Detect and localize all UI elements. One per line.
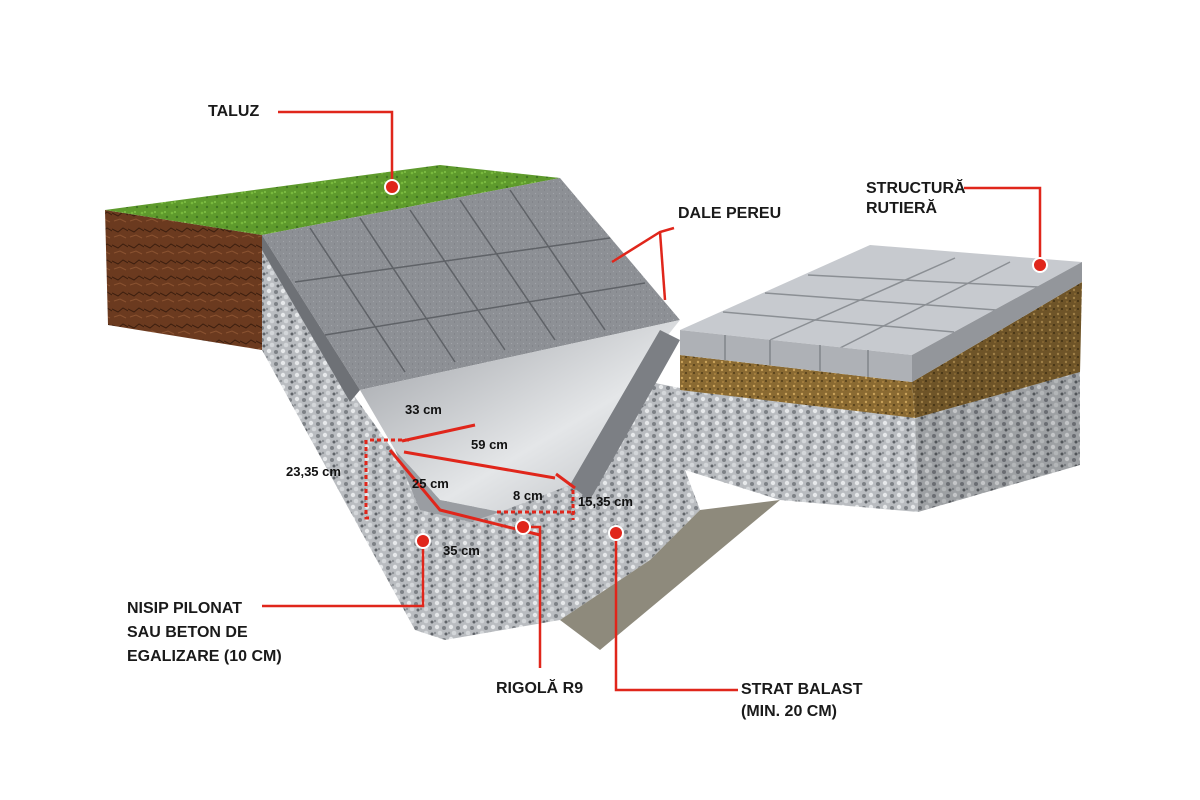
leader-dots [384, 179, 1048, 549]
label-nisip-pilonat: NISIP PILONAT SAU BETON DE EGALIZARE (10… [127, 597, 282, 669]
road-structure [680, 245, 1082, 512]
rigola-dot [515, 519, 531, 535]
dim-8cm: 8 cm [513, 488, 543, 503]
label-structura-line-1: STRUCTURĂ [866, 180, 966, 197]
rigola-channel [360, 320, 680, 522]
dim-25cm: 25 cm [412, 476, 449, 491]
label-taluz: TALUZ [208, 103, 260, 120]
label-strat-balast: STRAT BALAST (MIN. 20 CM) [741, 679, 862, 723]
dim-59cm: 59 cm [471, 437, 508, 452]
label-structura-rutiera: STRUCTURĂ RUTIERĂ [866, 179, 966, 219]
label-dale-pereu: DALE PEREU [678, 205, 782, 222]
label-nisip-line-1: NISIP PILONAT [127, 600, 242, 617]
balast-dot [608, 525, 624, 541]
label-balast-line-2: (MIN. 20 CM) [741, 703, 837, 720]
dim-23-35cm: 23,35 cm [286, 464, 341, 479]
dim-35cm: 35 cm [443, 543, 480, 558]
dim-15-35cm: 15,35 cm [578, 494, 633, 509]
dimension-lines [364, 423, 576, 537]
label-rigola: RIGOLĂ R9 [496, 680, 584, 697]
label-balast-line-1: STRAT BALAST [741, 681, 863, 698]
taluz-block [105, 165, 560, 350]
label-structura-line-2: RUTIERĂ [866, 200, 938, 217]
nisip-dot [415, 533, 431, 549]
label-nisip-line-3: EGALIZARE (10 CM) [127, 648, 282, 665]
taluz-dot [384, 179, 400, 195]
dim-33cm: 33 cm [405, 402, 442, 417]
structura-dot [1032, 257, 1048, 273]
leader-lines [262, 110, 1042, 692]
slope-slabs [262, 178, 680, 402]
label-nisip-line-2: SAU BETON DE [127, 624, 248, 641]
